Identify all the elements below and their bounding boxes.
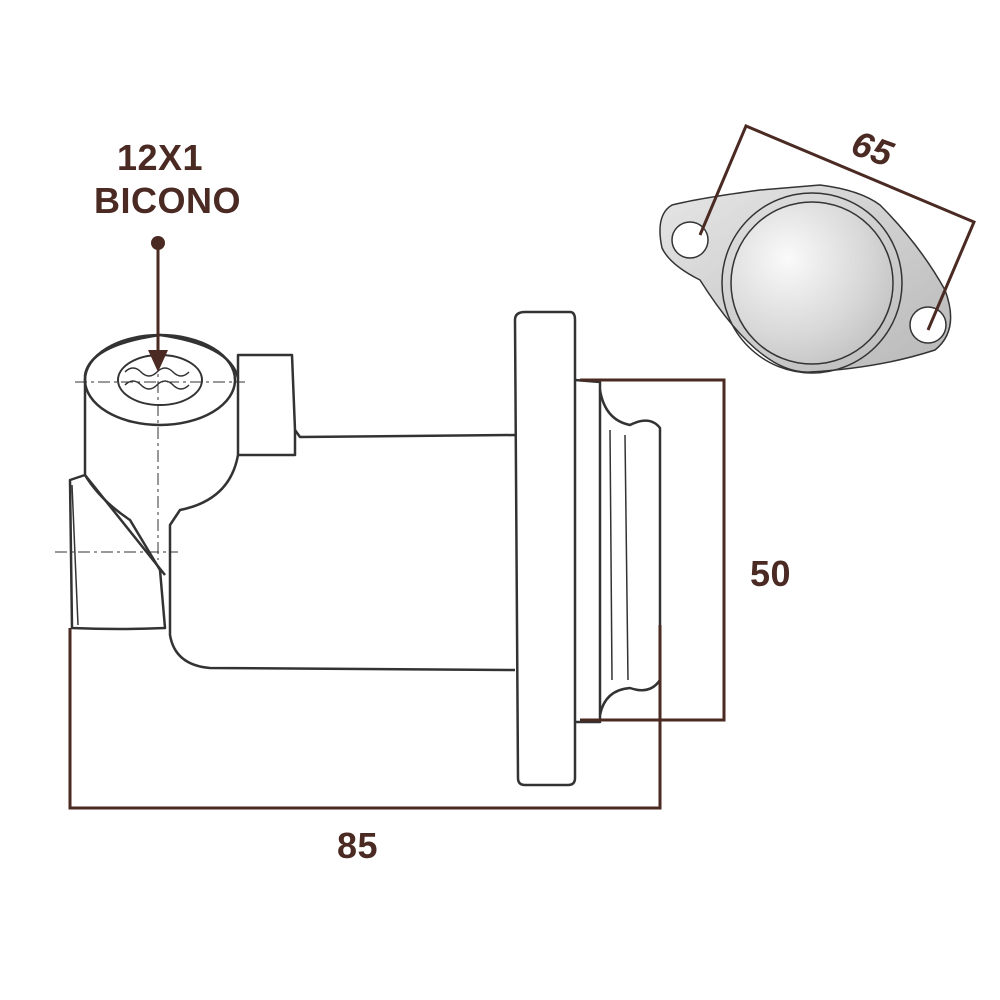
leader-arrowhead	[148, 350, 168, 372]
cylinder-side-view	[55, 310, 662, 787]
threaded-port	[83, 333, 237, 427]
dim-holes-line	[698, 124, 976, 331]
thread-size-label: 12X1	[117, 137, 204, 178]
dim-length-line	[68, 625, 662, 810]
mounting-flange	[513, 310, 577, 787]
body-top	[236, 353, 516, 439]
dim-height-label: 50	[750, 553, 792, 594]
dim-length-label: 85	[337, 825, 379, 866]
bolt-hole	[671, 221, 709, 259]
bolt-hole	[909, 306, 947, 344]
centerline	[55, 335, 245, 560]
flange-top-view	[659, 124, 976, 374]
inlet-boss	[83, 333, 516, 672]
dim-height-line	[580, 378, 726, 722]
side-port	[68, 375, 167, 631]
piston-sleeve	[574, 378, 602, 724]
leader-dot	[151, 236, 165, 250]
flange-bore	[730, 201, 894, 365]
dimension-lines	[68, 243, 726, 810]
thread-type-label: BICONO	[94, 180, 241, 221]
